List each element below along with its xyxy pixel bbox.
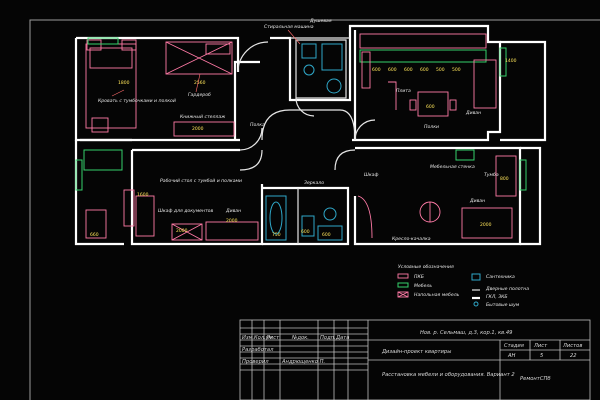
legend-item-4: Дверные полотна xyxy=(485,286,529,292)
label-washer: Стиральная машина xyxy=(264,24,314,30)
dim-6: 600 xyxy=(404,67,413,73)
tb-org: РемонтСПб xyxy=(520,376,551,382)
label-armchair: Кресло-качалка xyxy=(392,236,431,242)
label-shower: Душевая xyxy=(309,18,332,24)
legend-item-2: Напольная мебель xyxy=(414,292,460,298)
tb-address: Нов. р. Сельмаш, д.3, кор.1, кв.49 xyxy=(420,330,512,336)
label-sofa-living: Диван xyxy=(469,198,485,204)
dim-7: 600 xyxy=(420,67,429,73)
tb-sheet-header: Лист xyxy=(533,343,548,349)
label-sofa-kitchen: Диван xyxy=(465,110,481,116)
label-wardrobe: Гардероб xyxy=(188,92,211,98)
dim-19: 800 xyxy=(500,176,509,182)
label-shelves: Полки xyxy=(424,124,439,130)
legend-item-1: Мебель xyxy=(414,283,432,289)
dim-5: 600 xyxy=(388,67,397,73)
legend: Условные обозначения ПКБ Мебель Напольна… xyxy=(397,264,529,308)
dim-17: 600 xyxy=(301,229,310,235)
tb-header-0: Изм. xyxy=(242,335,254,341)
dim-9: 500 xyxy=(452,67,461,73)
tb-checked: Проверил xyxy=(242,359,269,365)
tb-project: Дизайн-проект квартиры xyxy=(381,349,451,355)
tb-sheets-header: Листов xyxy=(562,343,582,349)
legend-item-3: Сантехника xyxy=(486,274,515,280)
dim-18: 600 xyxy=(322,232,331,238)
tb-stage: АН xyxy=(507,353,516,359)
dimension-labels: 1800 2560 2000 2000 600 600 600 600 500 … xyxy=(90,58,517,238)
furniture-labels: Кровать с тумбочками и полкой Гардероб К… xyxy=(98,18,499,242)
label-tubes: Тумба xyxy=(484,172,499,178)
sheet-frame xyxy=(29,19,600,400)
dim-13: 2000 xyxy=(176,228,188,234)
tb-sheet: 5 xyxy=(540,353,544,359)
tb-sheet-name: Расстановка мебели и оборудования. Вариа… xyxy=(382,372,515,378)
dim-15: 750 xyxy=(272,232,281,238)
legend-item-0: ПКБ xyxy=(414,274,424,280)
legend-item-6: Бытовые шум xyxy=(486,302,520,308)
tb-developed: Разработал xyxy=(242,347,274,353)
dim-1: 2560 xyxy=(194,80,206,86)
tb-header-3: №док. xyxy=(291,335,309,341)
tb-header-1: Кол.уч xyxy=(254,335,272,341)
dim-0: 1800 xyxy=(118,80,130,86)
label-cabinet: Шкаф для документов xyxy=(158,208,213,214)
label-stove: Плита xyxy=(396,88,411,94)
tb-stage-header: Стадия xyxy=(504,343,524,349)
dim-11: 1400 xyxy=(505,58,517,64)
label-bookshelf: Книжный стеллаж xyxy=(180,114,226,120)
label-shelf: Полка xyxy=(250,122,265,128)
legend-title: Условные обозначения xyxy=(398,264,454,270)
dim-8: 500 xyxy=(436,67,445,73)
legend-item-5: ГКЛ, ЗКБ xyxy=(486,294,508,300)
dim-10: 600 xyxy=(426,104,435,110)
label-sofa-room: Диван xyxy=(225,208,241,214)
dim-3: 2000 xyxy=(226,218,238,224)
tb-header-2: Лист xyxy=(265,335,280,341)
tb-header-4: Подп. xyxy=(320,335,336,341)
label-mirror: Зеркало xyxy=(304,180,324,186)
tb-header-5: Дата xyxy=(335,335,349,341)
dim-16: 660 xyxy=(90,232,99,238)
tb-sheets: 22 xyxy=(570,353,577,359)
dim-12: 1600 xyxy=(137,192,149,198)
label-wall-shelf: Шкаф xyxy=(364,172,379,178)
label-bed: Кровать с тумбочками и полкой xyxy=(98,98,176,104)
tb-author: Андрющенко П. xyxy=(281,359,325,365)
title-block: Изм. Кол.уч Лист №док. Подп. Дата Разраб… xyxy=(239,319,591,400)
dim-4: 600 xyxy=(372,67,381,73)
label-desk: Рабочий стол с тумбой и полками xyxy=(160,178,242,184)
label-tv-unit: Мебельная стенка xyxy=(430,164,475,170)
plan-furniture xyxy=(75,33,527,241)
dim-14: 2000 xyxy=(480,222,492,228)
dim-2: 2000 xyxy=(192,126,204,132)
plan-walls xyxy=(74,24,547,246)
